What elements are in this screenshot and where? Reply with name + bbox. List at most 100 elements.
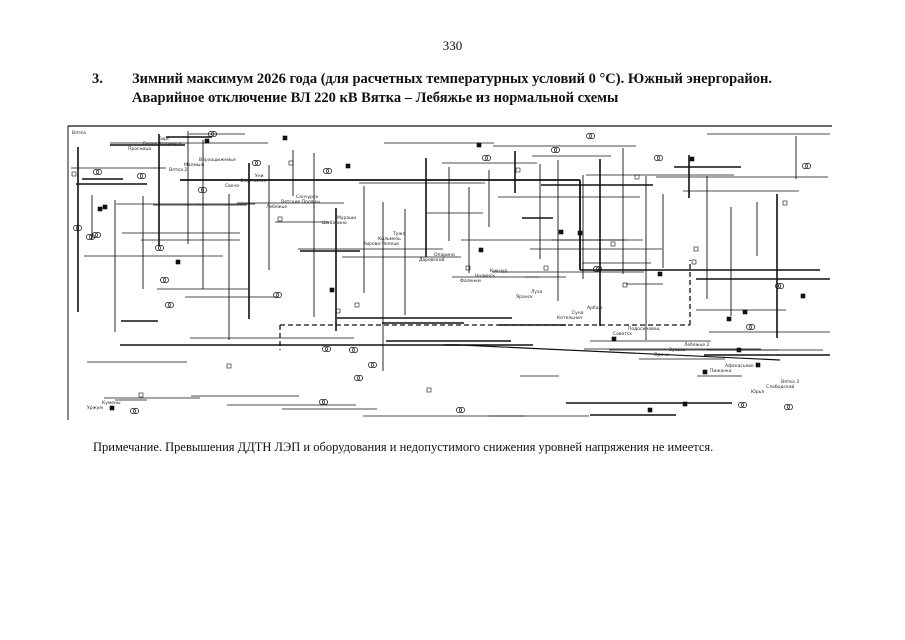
station-label: Уни [255,173,264,179]
transformer-symbol [349,347,355,353]
page-number: 330 [442,38,463,53]
station-label: Шабалино [322,220,347,226]
breaker-symbol [354,302,360,308]
transformer-symbol [459,407,465,413]
heading-line-2: Аварийное отключение ВЛ 220 кВ Вятка – Л… [132,90,619,106]
heading-text: Зимний максимум 2026 года (для расчетных… [132,70,852,108]
breaker-symbol [175,259,181,265]
breaker-symbol [689,156,695,162]
transformer-symbol [96,169,102,175]
trunk-line-110kv [459,344,781,361]
breaker-symbol [426,387,432,393]
heading-line-1: Зимний максимум 2026 года (для расчетных… [132,71,773,87]
station-label: Вятка [72,130,86,136]
transformer-symbol [133,408,139,414]
transformer-symbol [163,277,169,283]
transformer-symbol [805,163,811,169]
station-label: Оричи [654,352,669,358]
station-label: Фаленки [460,278,481,284]
transformer-symbol [784,404,790,410]
breaker-symbol [682,401,688,407]
breaker-symbol [465,265,471,271]
station-label: Кикнур [490,268,507,274]
transformer-symbol [352,347,358,353]
breaker-symbol [138,392,144,398]
breaker-symbol [657,271,663,277]
station-label: Зуевка [669,347,686,353]
station-label: Даровской [419,256,444,263]
station-label: Мураши [337,215,356,221]
breaker-symbol [515,167,521,173]
transformer-symbol [357,375,363,381]
station-label: Луза [531,289,542,295]
transformer-symbol [371,362,377,368]
station-label: Нолинск [475,273,495,279]
station-label: Арбаж [587,305,603,311]
transformer-symbol [778,283,784,289]
breaker-symbol [97,206,103,212]
station-label: Афанасьево [725,363,754,369]
transformer-symbol [168,302,174,308]
transformer-symbol [93,169,99,175]
transformer-symbol [551,147,557,153]
transformer-symbol [158,245,164,251]
transformer-symbol [73,225,79,231]
station-label: Лебяжье [266,204,287,210]
breaker-symbol [742,309,748,315]
transformer-symbol [485,155,491,161]
transformer-symbol [749,324,755,330]
transformer-symbol [130,408,136,414]
transformer-symbol [322,399,328,405]
breaker-symbol [693,246,699,252]
transformer-symbol [273,292,279,298]
breaker-symbol [611,336,617,342]
transformer-symbol [137,173,143,179]
station-label: Кирс [158,136,170,142]
breaker-symbol [755,362,761,368]
breaker-symbol [800,293,806,299]
transformer-symbol [368,362,374,368]
station-label: Белая Холуница [143,141,182,147]
station-label: Уржум [87,405,103,411]
transformer-symbol [326,168,332,174]
transformer-symbol [654,155,660,161]
station-label: Юрья [751,389,764,395]
breaker-symbol [622,282,628,288]
station-label: Лебяжье 2 [684,342,710,348]
transformer-symbol [746,324,752,330]
breaker-symbol [558,229,564,235]
transformer-symbol [589,133,595,139]
breaker-symbol [345,163,351,169]
transformer-symbol [252,160,258,166]
transformer-symbol [160,277,166,283]
breaker-symbol [634,174,640,180]
breaker-symbol [726,316,732,322]
station-label: Подосиновец [628,326,660,332]
breaker-symbol [109,405,115,411]
transformer-symbol [155,245,161,251]
breaker-symbol [543,265,549,271]
transformer-symbol [92,232,98,238]
station-label: Вятка 3 [781,379,799,385]
transformer-symbol [741,402,747,408]
station-label: Опарино [434,252,455,258]
station-label: Слободской [766,383,794,390]
transformer-symbol [208,131,214,137]
breaker-symbol [288,160,294,166]
transformer-symbol [211,131,217,137]
station-label: Просница [128,146,151,152]
breaker-symbol [204,138,210,144]
breaker-symbol [702,369,708,375]
transformer-symbol [456,407,462,413]
station-label: Вятка 2 [169,167,187,173]
heading-number: 3. [92,71,103,87]
station-label: Яранск [516,294,533,300]
breaker-symbol [782,200,788,206]
breaker-symbol [335,308,341,314]
station-label: Котельнич [557,315,583,321]
transformer-symbol [596,266,602,272]
station-label: Пижанка [710,368,732,374]
transformer-symbol [802,163,808,169]
